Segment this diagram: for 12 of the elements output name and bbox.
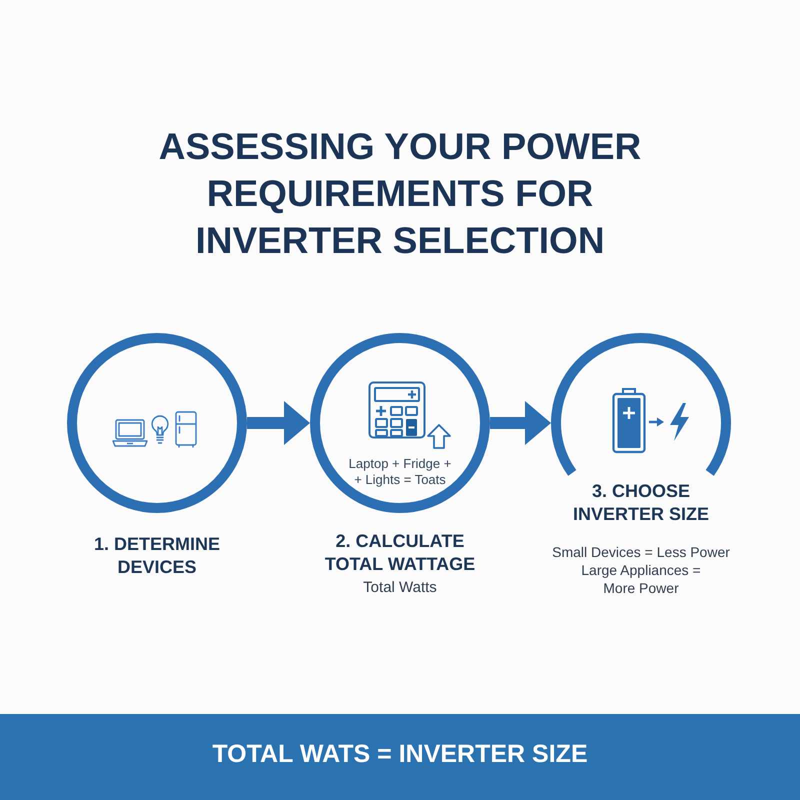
formula-text: Laptop + Fridge + + Lights = Toats bbox=[348, 456, 452, 488]
step-heading: 2. CALCULATE TOTAL WATTAGE bbox=[324, 530, 476, 576]
arrow bbox=[490, 401, 551, 445]
summary-text: TOTAL WATS = INVERTER SIZE bbox=[212, 739, 588, 769]
step-description: Large Appliances = More Power bbox=[580, 561, 702, 597]
step-subtitle: Total Watts bbox=[363, 579, 437, 597]
title: ASSESSING YOUR POWER REQUIREMENTS FOR INVERTER SELECTION bbox=[158, 125, 642, 263]
step-heading: 1. DETERMINE DEVICES bbox=[92, 533, 222, 579]
step-heading: 3. CHOOSE INVERTER SIZE bbox=[572, 480, 710, 526]
arrow bbox=[247, 401, 310, 445]
footer-band bbox=[0, 714, 800, 800]
step-description: Small Devices = Less Power bbox=[552, 543, 730, 561]
